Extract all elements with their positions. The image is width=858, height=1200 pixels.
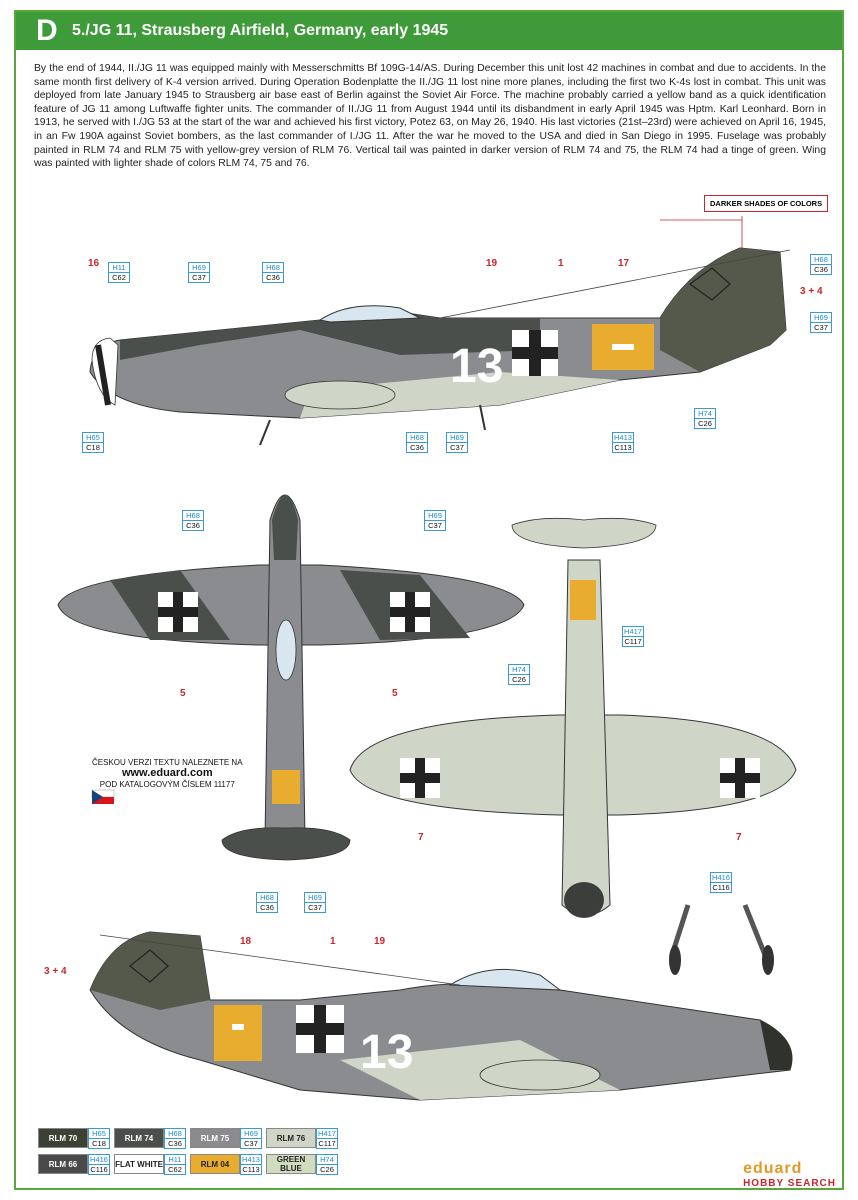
top-view — [57, 494, 525, 861]
description-text: By the end of 1944, II./JG 11 was equipp… — [34, 63, 826, 170]
stencil-7-b: 7 — [736, 832, 742, 843]
stencil-3-4-a: 3 + 4 — [800, 286, 823, 297]
legend-swatch: GREEN BLUE — [266, 1154, 316, 1174]
legend-swatch: RLM 76 — [266, 1128, 316, 1148]
stencil-7-a: 7 — [418, 832, 424, 843]
stencil-1-b: 1 — [330, 936, 336, 947]
stencil-17: 17 — [618, 258, 630, 269]
leader-lines — [660, 216, 743, 250]
balkenkreuz-top-left — [158, 592, 198, 632]
balkenkreuz-bottom-right — [720, 758, 760, 798]
stencil-19-a: 19 — [486, 258, 498, 269]
legend-swatch: RLM 75 — [190, 1128, 240, 1148]
balkenkreuz-bottom-left — [400, 758, 440, 798]
stencil-18: 18 — [240, 936, 252, 947]
aircraft-number-side-2: 13 — [360, 1026, 413, 1079]
stencil-5-a: 5 — [180, 688, 186, 699]
bottom-view — [349, 517, 797, 918]
footer-brand: eduard HOBBY SEARCH — [743, 1160, 836, 1189]
eduard-url: www.eduard.com — [121, 767, 213, 779]
stencil-19-b: 19 — [374, 936, 386, 947]
balkenkreuz-top-right — [390, 592, 430, 632]
legend-swatch: FLAT WHITE — [114, 1154, 164, 1174]
legend-swatch: RLM 70 — [38, 1128, 88, 1148]
balkenkreuz-side-1 — [512, 330, 558, 376]
profile-letter: D — [36, 14, 58, 47]
czech-flag — [91, 789, 115, 804]
czech-note: ČESKOU VERZI TEXTU NALEZNETE NA www.edua… — [92, 758, 243, 789]
stencil-3-4-b: 3 + 4 — [44, 966, 67, 977]
balkenkreuz-side-2 — [296, 1005, 344, 1053]
page-header: D 5./JG 11, Strausberg Airfield, Germany… — [16, 12, 842, 50]
darker-shades-box: DARKER SHADES OF COLORS — [704, 195, 829, 212]
stencil-16: 16 — [88, 258, 100, 269]
side-profile-right: 13 — [89, 931, 793, 1101]
stencil-5-b: 5 — [392, 688, 398, 699]
legend-swatch: RLM 66 — [38, 1154, 88, 1174]
legend-swatch: RLM 74 — [114, 1128, 164, 1148]
legend-swatch: RLM 04 — [190, 1154, 240, 1174]
page-title: 5./JG 11, Strausberg Airfield, Germany, … — [72, 22, 449, 39]
landing-gear-detail — [669, 904, 774, 975]
stencil-1-a: 1 — [558, 258, 564, 269]
aircraft-number-side-1: 13 — [450, 340, 503, 393]
page-frame — [14, 10, 844, 1190]
side-profile-left: 13 — [89, 247, 791, 446]
